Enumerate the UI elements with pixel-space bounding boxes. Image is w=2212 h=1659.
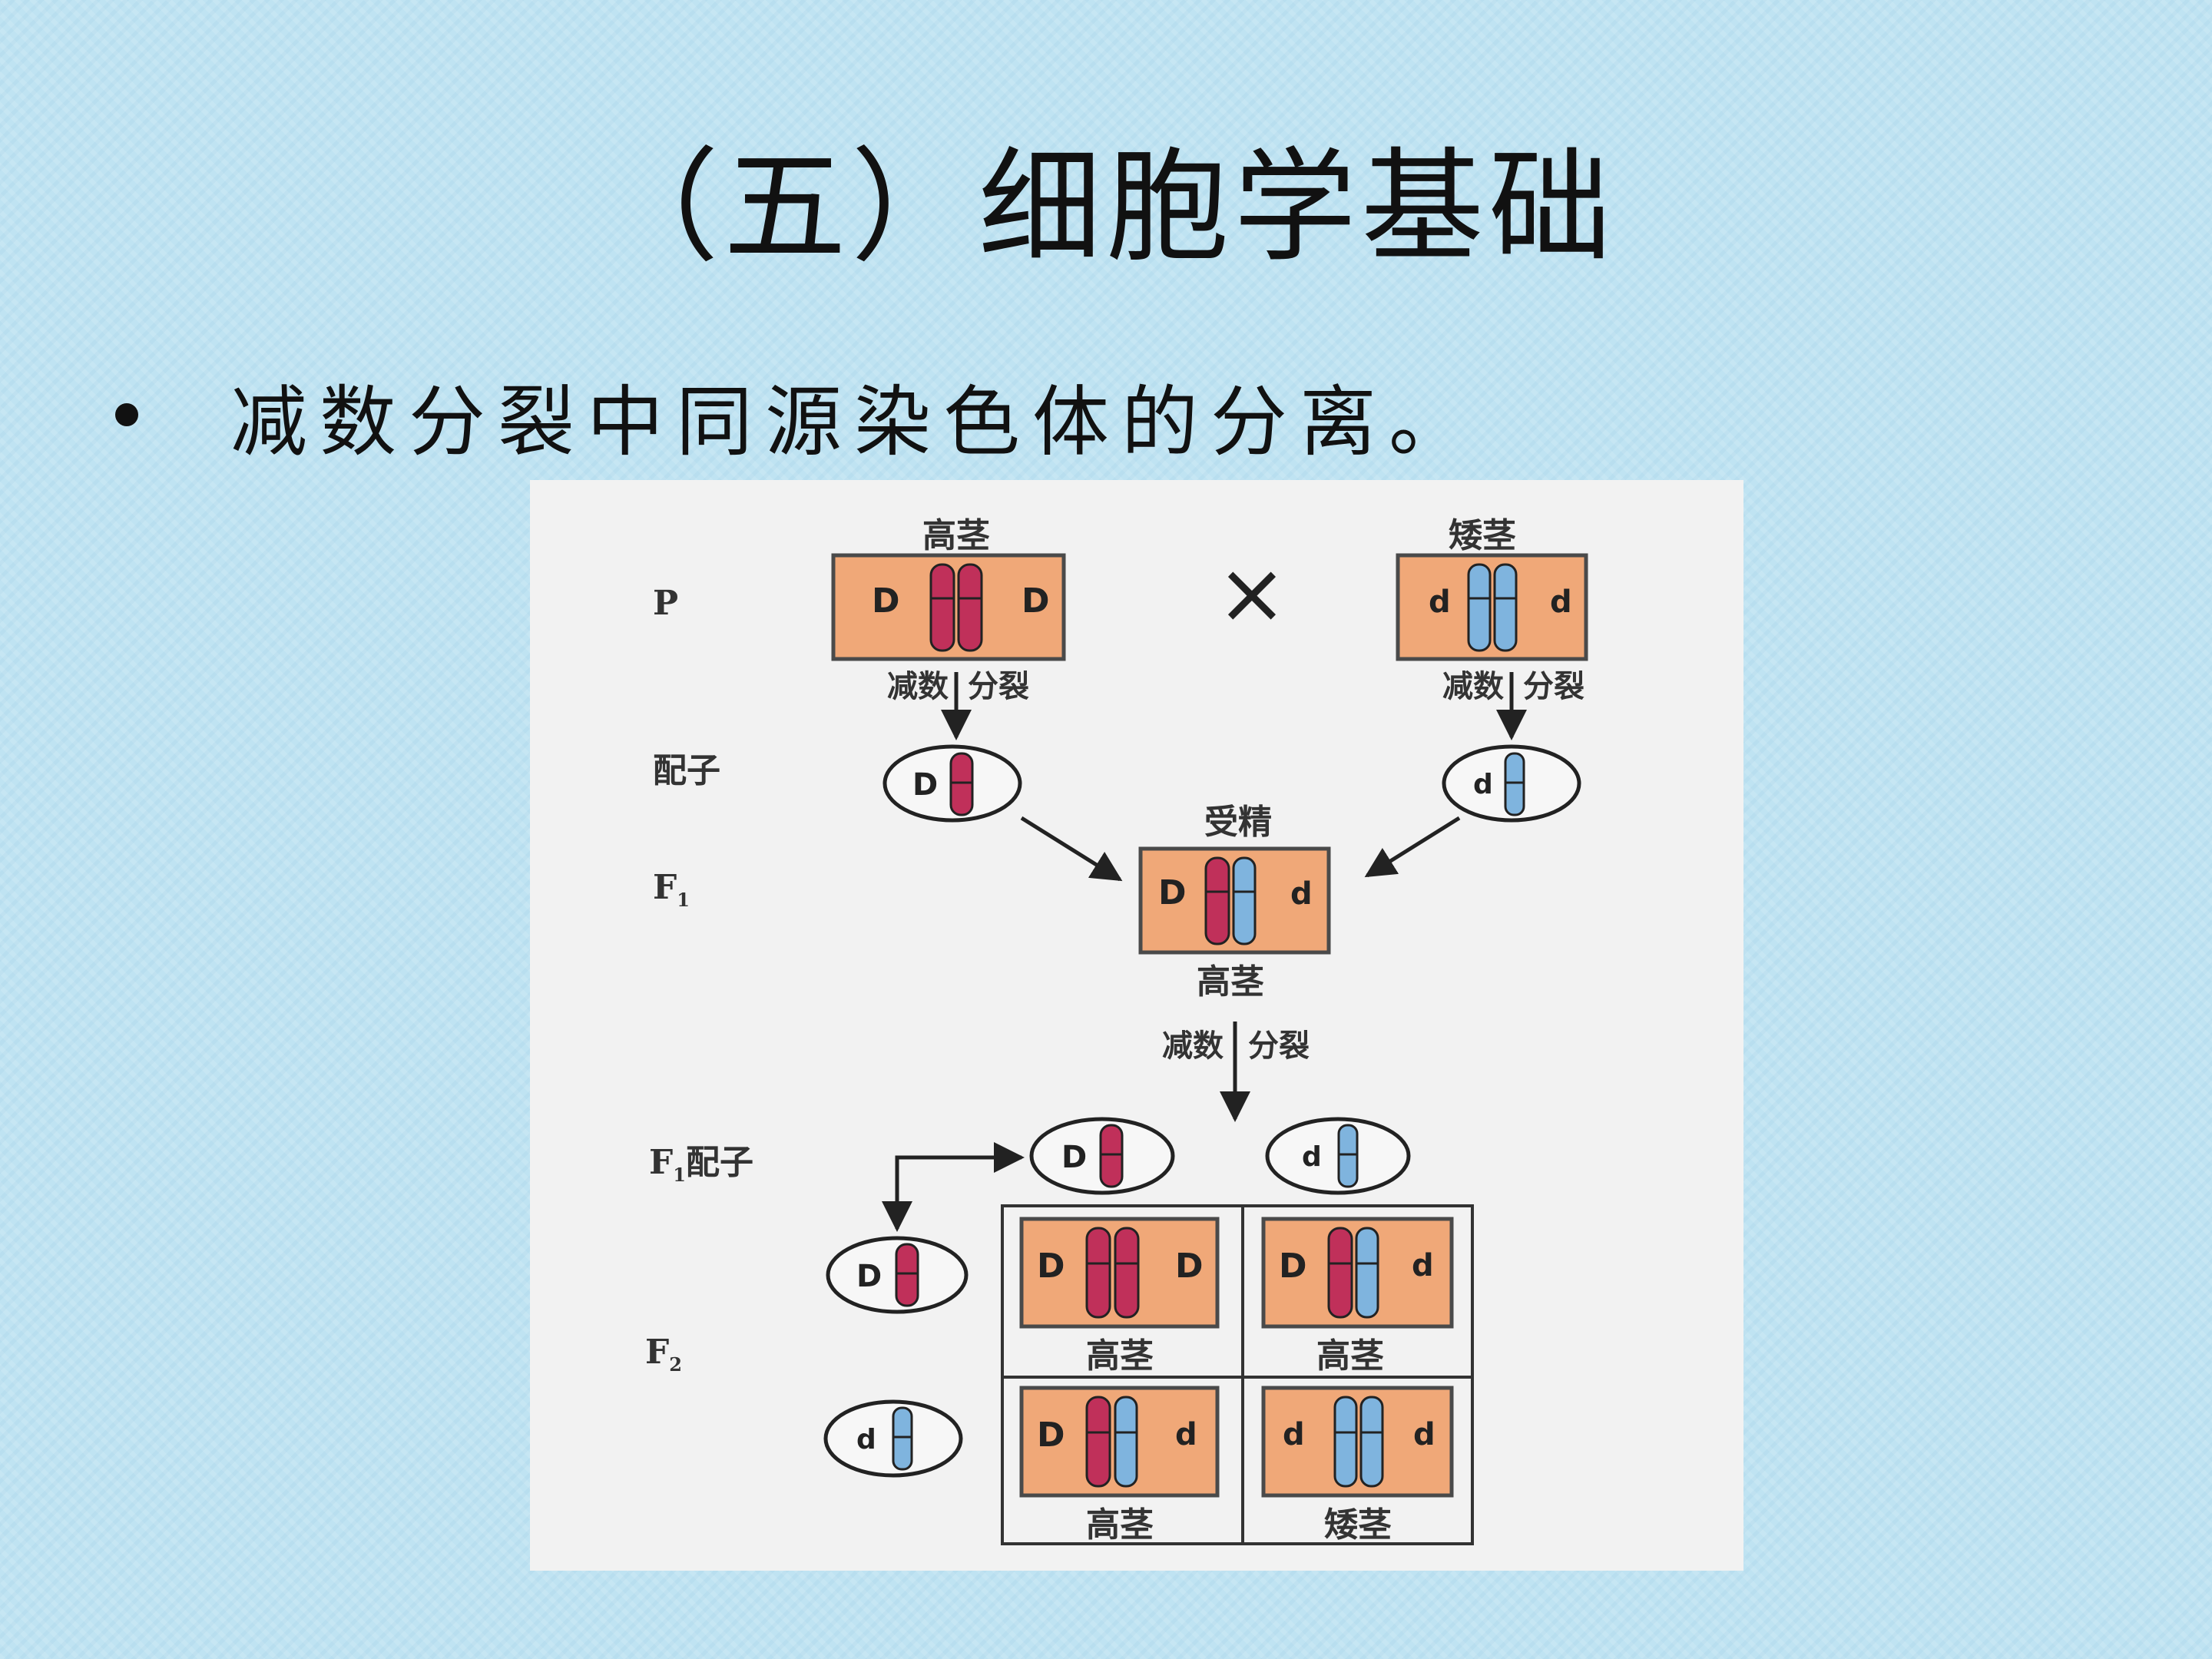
allele-D: D — [1175, 1247, 1204, 1286]
allele-D: D — [912, 767, 938, 803]
allele-d: d — [1283, 1417, 1305, 1452]
allele-d: d — [856, 1424, 876, 1455]
allele-D: D — [1279, 1247, 1307, 1286]
allele-d: d — [1290, 876, 1313, 912]
f2-cell-Dd: D d — [1019, 1386, 1220, 1498]
allele-d: d — [1175, 1417, 1197, 1452]
arrow-fertilize-left — [1020, 816, 1123, 882]
allele-d: d — [1413, 1417, 1435, 1452]
punnett-grid — [1001, 1204, 1474, 1545]
label-f2-sub: 2 — [669, 1353, 682, 1376]
allele-D: D — [1037, 1247, 1065, 1286]
slide-title: （五）细胞学基础 — [595, 135, 1616, 279]
allele-D: D — [1158, 873, 1187, 912]
allele-d: d — [1550, 584, 1572, 620]
parent-cell-dd: d d — [1396, 553, 1588, 661]
f2-phenotype: 高茎 — [1316, 1336, 1384, 1376]
f1-cell-Dd: D d — [1138, 846, 1331, 955]
label-f1-gamete: F1配子 — [649, 1143, 753, 1186]
meiosis-label: 减数 — [1442, 669, 1504, 704]
allele-D: D — [1061, 1140, 1087, 1175]
bullet-dot-icon — [115, 403, 138, 426]
f2-cell-DD: D D — [1019, 1217, 1220, 1329]
f1-side-gamete-d: d — [823, 1399, 963, 1478]
allele-D: D — [872, 581, 900, 621]
label-f1-sub: 1 — [677, 889, 690, 911]
allele-D: D — [1022, 581, 1050, 621]
allele-d: d — [1473, 769, 1493, 800]
allele-d: d — [1429, 584, 1451, 620]
label-f1g-letter: F — [649, 1143, 673, 1182]
f1-gamete-D: D — [1029, 1117, 1175, 1195]
parent-cell-DD: D D — [831, 553, 1066, 661]
bullet-text: 减数分裂中同源染色体的分离。 — [230, 376, 1478, 467]
meiosis-label: 分裂 — [1248, 1028, 1310, 1064]
label-p: P — [653, 584, 678, 623]
f1-phenotype: 高茎 — [1197, 962, 1264, 1002]
f2-cell-dd: d d — [1261, 1386, 1454, 1498]
cross-sign: × — [1217, 544, 1287, 642]
meiosis-label: 分裂 — [1523, 669, 1584, 704]
label-f1-letter: F — [653, 868, 677, 907]
label-f1g-word: 配子 — [686, 1143, 753, 1182]
bullet-point: 减数分裂中同源染色体的分离。 — [115, 361, 1478, 469]
meiosis-label: 减数 — [1162, 1028, 1224, 1064]
dwarf-parent-label: 矮茎 — [1449, 516, 1516, 555]
gamete-D: D — [882, 744, 1022, 823]
allele-D: D — [856, 1259, 882, 1294]
meiosis-label: 分裂 — [968, 669, 1029, 704]
f1-side-gamete-D: D — [826, 1236, 969, 1314]
genetics-figure: P 配子 F1 F1配子 F2 高茎 D D × 矮茎 d d 减数 分裂 减数… — [530, 480, 1743, 1571]
f2-phenotype: 矮茎 — [1324, 1505, 1392, 1545]
meiosis-label: 减数 — [887, 669, 949, 704]
allele-d: d — [1412, 1248, 1434, 1283]
label-f1: F1 — [653, 868, 690, 911]
segregation-diagram: P 配子 F1 F1配子 F2 高茎 D D × 矮茎 d d 减数 分裂 减数… — [645, 516, 1588, 1545]
f2-phenotype: 高茎 — [1086, 1336, 1154, 1376]
allele-d: d — [1302, 1141, 1322, 1173]
f1-gamete-d: d — [1265, 1117, 1411, 1195]
label-gamete: 配子 — [653, 751, 720, 790]
arrow-fertilize-right — [1364, 816, 1461, 878]
allele-D: D — [1037, 1416, 1065, 1455]
label-f2: F2 — [645, 1333, 682, 1376]
label-f1g-sub: 1 — [673, 1164, 686, 1186]
gamete-d: d — [1442, 744, 1581, 823]
f2-phenotype: 高茎 — [1086, 1505, 1154, 1545]
f2-cell-Dd: D d — [1261, 1217, 1454, 1329]
label-f2-letter: F — [645, 1333, 669, 1372]
fertilization-label: 受精 — [1204, 803, 1272, 842]
tall-parent-label: 高茎 — [922, 516, 990, 555]
